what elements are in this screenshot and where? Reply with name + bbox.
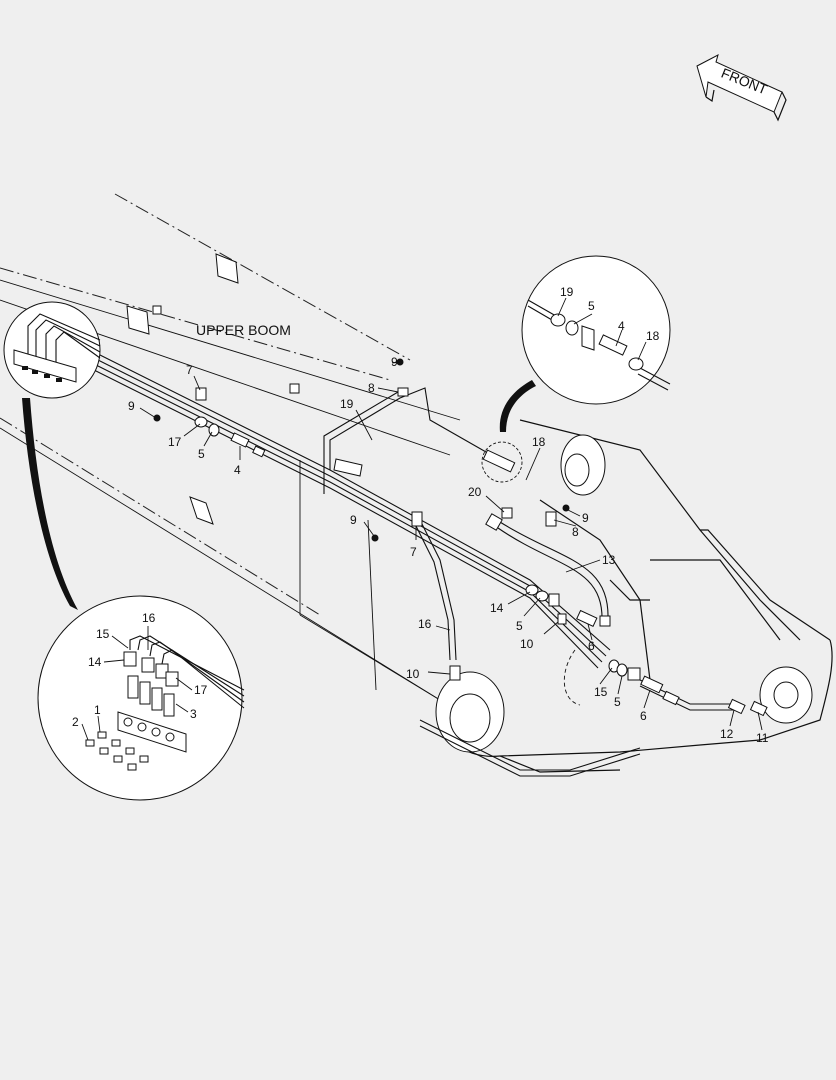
callout-20: 20	[468, 485, 482, 499]
callout-8: 8	[368, 381, 375, 395]
callout-19: 19	[560, 285, 574, 299]
callout-15: 15	[594, 685, 608, 699]
detail-circle-right	[521, 255, 671, 405]
callout-16: 16	[418, 617, 432, 631]
callout-10: 10	[520, 637, 534, 651]
detail-circle-bottomleft	[37, 595, 245, 801]
boom-outline	[0, 193, 833, 773]
callout-7: 7	[186, 363, 193, 377]
callout-17: 17	[168, 435, 182, 449]
callout-13: 13	[602, 553, 616, 567]
mounting-pads	[126, 253, 363, 525]
callout-1: 1	[94, 703, 101, 717]
front-arrow: FRONT	[696, 54, 787, 122]
callout-17: 17	[194, 683, 208, 697]
callout-labels: 9 8 19 7 9 17 5 4 18 20 9 8 9 7 13 14 5 …	[72, 285, 769, 745]
callout-4: 4	[234, 463, 241, 477]
callout-6: 6	[640, 709, 647, 723]
leader-lines	[81, 297, 763, 741]
callout-6: 6	[588, 639, 595, 653]
callout-12: 12	[720, 727, 734, 741]
callout-5: 5	[198, 447, 205, 461]
callout-11: 11	[756, 731, 769, 745]
callout-5: 5	[614, 695, 621, 709]
callout-4: 4	[618, 319, 625, 333]
callout-3: 3	[190, 707, 197, 721]
callout-2: 2	[72, 715, 79, 729]
fittings	[153, 358, 768, 717]
callout-19: 19	[340, 397, 354, 411]
callout-5: 5	[516, 619, 523, 633]
callout-16: 16	[142, 611, 156, 625]
callout-9: 9	[582, 511, 589, 525]
callout-14: 14	[490, 601, 504, 615]
callout-9: 9	[350, 513, 357, 527]
detail-ref-circle	[481, 441, 523, 483]
leader-arc-right	[499, 380, 536, 432]
callout-10: 10	[406, 667, 420, 681]
callout-14: 14	[88, 655, 102, 669]
callout-18: 18	[646, 329, 660, 343]
callout-18: 18	[532, 435, 546, 449]
callout-9: 9	[128, 399, 135, 413]
callout-8: 8	[572, 525, 579, 539]
callout-9: 9	[391, 355, 398, 369]
detail-circle-topleft	[3, 301, 101, 399]
upper-boom-label: UPPER BOOM	[196, 322, 291, 338]
callout-5: 5	[588, 299, 595, 313]
callout-15: 15	[96, 627, 110, 641]
callout-7: 7	[410, 545, 417, 559]
leader-arc-left	[22, 398, 78, 610]
